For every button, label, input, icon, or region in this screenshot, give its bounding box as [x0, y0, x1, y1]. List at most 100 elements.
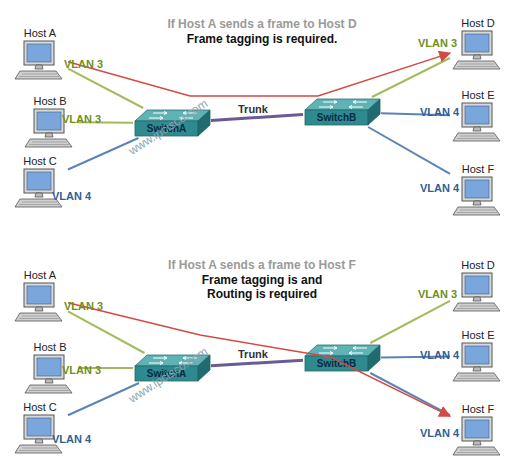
- network-link: [370, 373, 450, 415]
- host-computer: Host D: [450, 16, 506, 72]
- network-link: [211, 360, 303, 365]
- monitor-stand: [45, 133, 53, 137]
- network-link: [211, 115, 303, 121]
- monitor-screen: [465, 34, 489, 52]
- keyboard-keys: [19, 74, 59, 77]
- monitor-stand: [35, 439, 43, 443]
- computer-icon: [12, 168, 68, 210]
- vlan-label: VLAN 3: [64, 58, 103, 71]
- keyboard-keys: [457, 306, 497, 309]
- monitor-screen: [465, 420, 489, 438]
- keyboard-keys: [29, 388, 69, 391]
- keyboard: [15, 71, 62, 79]
- panel-heading: Frame tagging is required.: [122, 32, 402, 46]
- panel-heading: Frame tagging is and Routing is required: [192, 273, 332, 301]
- keyboard-keys: [19, 316, 59, 319]
- host-name: Host C: [12, 400, 68, 414]
- keyboard: [15, 313, 62, 321]
- keyboard-keys: [457, 136, 497, 139]
- computer-icon: [12, 282, 68, 324]
- vlan-label: VLAN 3: [62, 113, 101, 126]
- switch-box: SwitchB: [303, 343, 381, 373]
- keyboard: [453, 303, 500, 311]
- keyboard: [453, 133, 500, 141]
- computer-icon: [12, 40, 68, 82]
- host-name: Host D: [450, 258, 506, 272]
- vlan-label: VLAN 4: [420, 106, 459, 119]
- monitor-screen: [27, 172, 51, 190]
- monitor-frame: [462, 177, 492, 201]
- computer-icon: [450, 30, 506, 72]
- host-name: Host E: [450, 328, 506, 342]
- keyboard-keys: [457, 210, 497, 213]
- switch-name: SwitchB: [305, 357, 368, 371]
- monitor-screen: [465, 276, 489, 294]
- network-link: [370, 301, 450, 343]
- monitor-screen: [465, 180, 489, 198]
- monitor-stand: [473, 367, 481, 371]
- keyboard: [25, 139, 72, 147]
- vlan-label: VLAN 4: [52, 433, 91, 446]
- monitor-screen: [465, 106, 489, 124]
- keyboard: [15, 445, 62, 453]
- monitor-screen: [27, 44, 51, 62]
- monitor-stand: [35, 193, 43, 197]
- keyboard-keys: [19, 202, 59, 205]
- keyboard: [453, 447, 500, 455]
- host-name: Host A: [12, 268, 68, 282]
- monitor-stand: [35, 65, 43, 69]
- trunk-label: Trunk: [238, 348, 268, 361]
- monitor-stand: [35, 307, 43, 311]
- host-name: Host C: [12, 154, 68, 168]
- switch-front: [305, 356, 368, 371]
- host-computer: Host A: [12, 26, 68, 82]
- host-name: Host B: [22, 94, 78, 108]
- keyboard: [453, 61, 500, 69]
- vlan-label: VLAN 4: [420, 182, 459, 195]
- switch-name: SwitchB: [305, 111, 368, 125]
- network-link: [372, 58, 450, 97]
- monitor-frame: [24, 415, 54, 439]
- vlan-label: VLAN 3: [418, 37, 457, 50]
- monitor-stand: [473, 297, 481, 301]
- keyboard: [453, 373, 500, 381]
- vlan-label: VLAN 4: [420, 349, 459, 362]
- host-name: Host E: [450, 88, 506, 102]
- monitor-frame: [462, 273, 492, 297]
- trunk-label: Trunk: [238, 103, 268, 116]
- monitor-frame: [462, 31, 492, 55]
- monitor-frame: [34, 109, 64, 133]
- monitor-stand: [473, 201, 481, 205]
- host-computer: Host D: [450, 258, 506, 314]
- computer-icon: [450, 272, 506, 314]
- monitor-screen: [27, 418, 51, 436]
- vlan-label: VLAN 3: [64, 300, 103, 313]
- frame-path-arrow: [68, 303, 450, 416]
- keyboard-keys: [29, 142, 69, 145]
- monitor-frame: [24, 283, 54, 307]
- computer-icon: [450, 342, 506, 384]
- monitor-screen: [465, 346, 489, 364]
- keyboard: [453, 207, 500, 215]
- keyboard-keys: [457, 376, 497, 379]
- monitor-stand: [45, 379, 53, 383]
- network-link: [368, 127, 450, 174]
- vlan-label: VLAN 4: [52, 190, 91, 203]
- network-link: [68, 69, 143, 108]
- monitor-screen: [37, 358, 61, 376]
- monitor-frame: [462, 343, 492, 367]
- vlan-label: VLAN 3: [62, 364, 101, 377]
- host-name: Host F: [450, 402, 506, 416]
- monitor-frame: [24, 169, 54, 193]
- switch-top: [305, 99, 380, 110]
- keyboard-keys: [457, 450, 497, 453]
- switch-arrows: [319, 101, 367, 109]
- host-name: Host A: [12, 26, 68, 40]
- host-computer: Host A: [12, 268, 68, 324]
- keyboard-keys: [457, 64, 497, 67]
- keyboard-keys: [19, 448, 59, 451]
- monitor-screen: [37, 112, 61, 130]
